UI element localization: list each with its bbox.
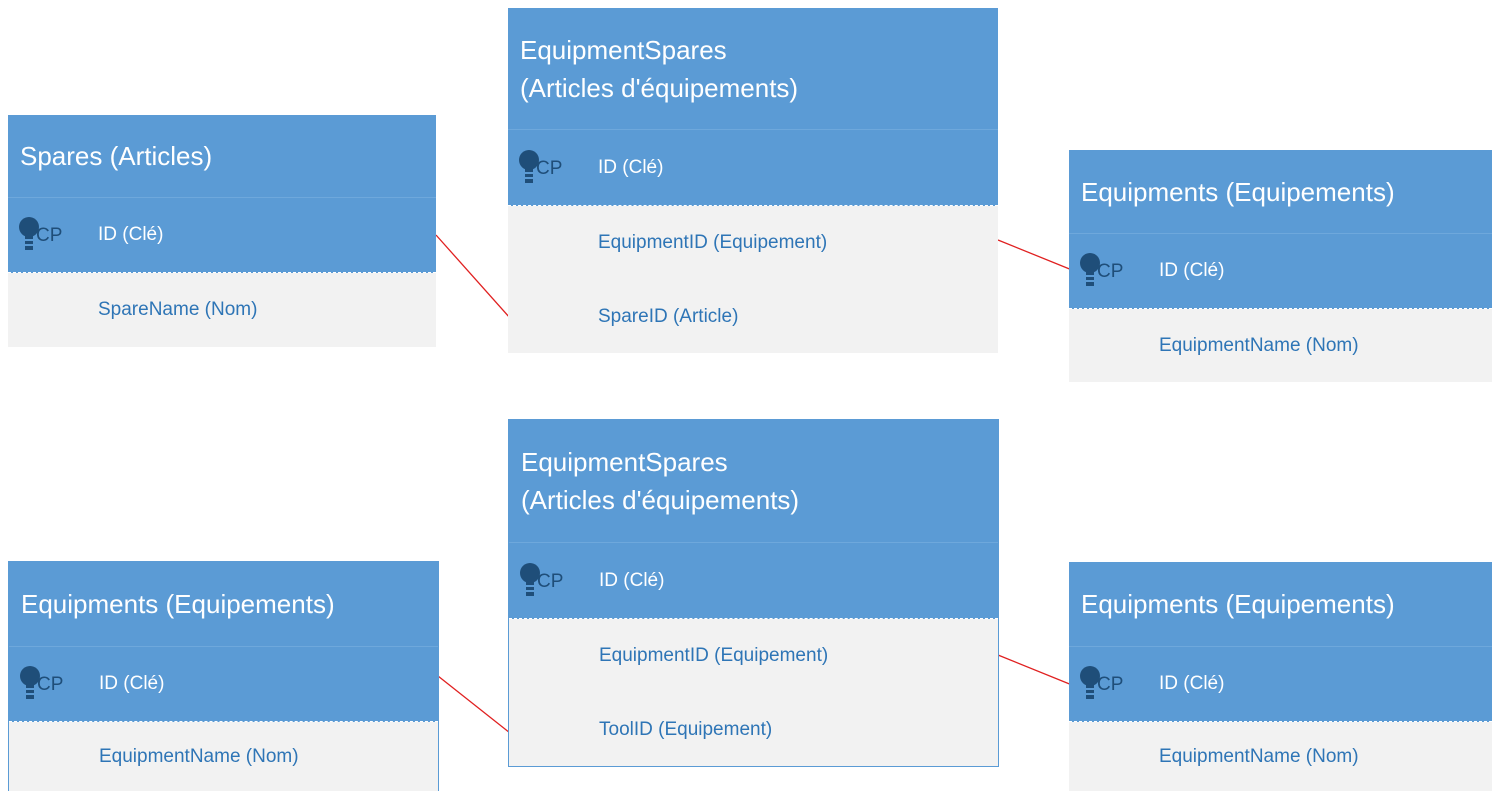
field-label: EquipmentName (Nom) bbox=[1159, 334, 1359, 356]
primary-key-tag: CP bbox=[36, 225, 63, 246]
primary-key-field: ID (Clé) bbox=[99, 673, 165, 694]
field-label: EquipmentID (Equipement) bbox=[599, 645, 829, 666]
primary-key-marker: CP bbox=[519, 562, 564, 599]
entity-title-line-2: (Articles d'équipements) bbox=[520, 72, 799, 103]
primary-key-field: ID (Clé) bbox=[599, 569, 665, 591]
primary-key-tag: CP bbox=[37, 674, 64, 695]
key-icon bbox=[520, 562, 540, 596]
primary-key-field: ID (Clé) bbox=[98, 224, 164, 245]
primary-key-marker: CP bbox=[518, 149, 563, 186]
primary-key-row: CP ID (Clé) bbox=[1069, 646, 1492, 722]
field-row: EquipmentName (Nom) bbox=[1069, 722, 1492, 791]
entity-equipment-spares[interactable]: EquipmentSpares (Articles d'équipements)… bbox=[508, 8, 998, 353]
entity-title: Equipments (Equipements) bbox=[1069, 150, 1492, 233]
key-icon bbox=[1080, 253, 1100, 286]
primary-key-marker: CP bbox=[1079, 666, 1123, 702]
entity-title-line-1: EquipmentSpares bbox=[520, 34, 727, 65]
entity-equipments[interactable]: Equipments (Equipements) CP ID (Clé) Equ… bbox=[8, 561, 439, 791]
primary-key-tag: CP bbox=[1097, 261, 1124, 282]
primary-key-field: ID (Clé) bbox=[598, 156, 664, 178]
field-label: ToolID (Equipement) bbox=[599, 718, 773, 740]
primary-key-row: CP ID (Clé) bbox=[508, 129, 998, 206]
relationship-line-equipments-to-equipmentspares bbox=[437, 675, 511, 734]
field-row: ToolID (Equipement) bbox=[509, 693, 998, 766]
relationship-line-equipmentspares-to-equipments bbox=[997, 239, 1073, 271]
primary-key-marker: CP bbox=[1079, 253, 1123, 289]
field-row: EquipmentID (Equipement) bbox=[509, 619, 998, 693]
field-row: EquipmentID (Equipement) bbox=[508, 206, 998, 280]
entity-title: Equipments (Equipements) bbox=[1069, 562, 1492, 646]
field-label: SpareName (Nom) bbox=[98, 299, 258, 320]
primary-key-row: CP ID (Clé) bbox=[8, 197, 436, 273]
primary-key-row: CP ID (Clé) bbox=[1069, 233, 1492, 309]
primary-key-marker: CP bbox=[19, 666, 63, 702]
key-icon bbox=[20, 666, 40, 699]
entity-title: EquipmentSpares (Articles d'équipements) bbox=[509, 420, 998, 542]
key-icon bbox=[1080, 666, 1100, 699]
field-row: EquipmentName (Nom) bbox=[9, 722, 438, 791]
entity-equipments[interactable]: Equipments (Equipements) CP ID (Clé) Equ… bbox=[1069, 150, 1492, 382]
primary-key-tag: CP bbox=[537, 570, 564, 592]
field-label: EquipmentName (Nom) bbox=[99, 745, 299, 767]
field-row: EquipmentName (Nom) bbox=[1069, 309, 1492, 382]
field-label: EquipmentName (Nom) bbox=[1159, 745, 1359, 767]
primary-key-row: CP ID (Clé) bbox=[509, 542, 998, 619]
relationship-line-spares-to-equipmentspares bbox=[435, 234, 511, 319]
entity-title: Spares (Articles) bbox=[8, 115, 436, 197]
primary-key-row: CP ID (Clé) bbox=[9, 646, 438, 722]
entity-spares[interactable]: Spares (Articles) CP ID (Clé) SpareName … bbox=[8, 115, 436, 347]
field-label: EquipmentID (Equipement) bbox=[598, 232, 828, 253]
primary-key-tag: CP bbox=[1097, 674, 1124, 695]
primary-key-field: ID (Clé) bbox=[1159, 260, 1225, 281]
entity-title: Equipments (Equipements) bbox=[9, 562, 438, 646]
key-icon bbox=[19, 217, 39, 250]
key-icon bbox=[519, 149, 539, 183]
field-row: SpareID (Article) bbox=[508, 280, 998, 353]
relationship-line-equipmentspares-to-equipments-tool bbox=[997, 654, 1073, 686]
entity-equipments[interactable]: Equipments (Equipements) CP ID (Clé) Equ… bbox=[1069, 562, 1492, 791]
entity-title-line-1: EquipmentSpares bbox=[521, 447, 728, 477]
entity-title: EquipmentSpares (Articles d'équipements) bbox=[508, 8, 998, 129]
primary-key-field: ID (Clé) bbox=[1159, 673, 1225, 694]
primary-key-tag: CP bbox=[536, 157, 563, 179]
entity-title-line-2: (Articles d'équipements) bbox=[521, 485, 800, 515]
field-label: SpareID (Article) bbox=[598, 305, 739, 327]
field-row: SpareName (Nom) bbox=[8, 273, 436, 347]
entity-equipment-spares[interactable]: EquipmentSpares (Articles d'équipements)… bbox=[508, 419, 999, 767]
primary-key-marker: CP bbox=[18, 217, 62, 253]
